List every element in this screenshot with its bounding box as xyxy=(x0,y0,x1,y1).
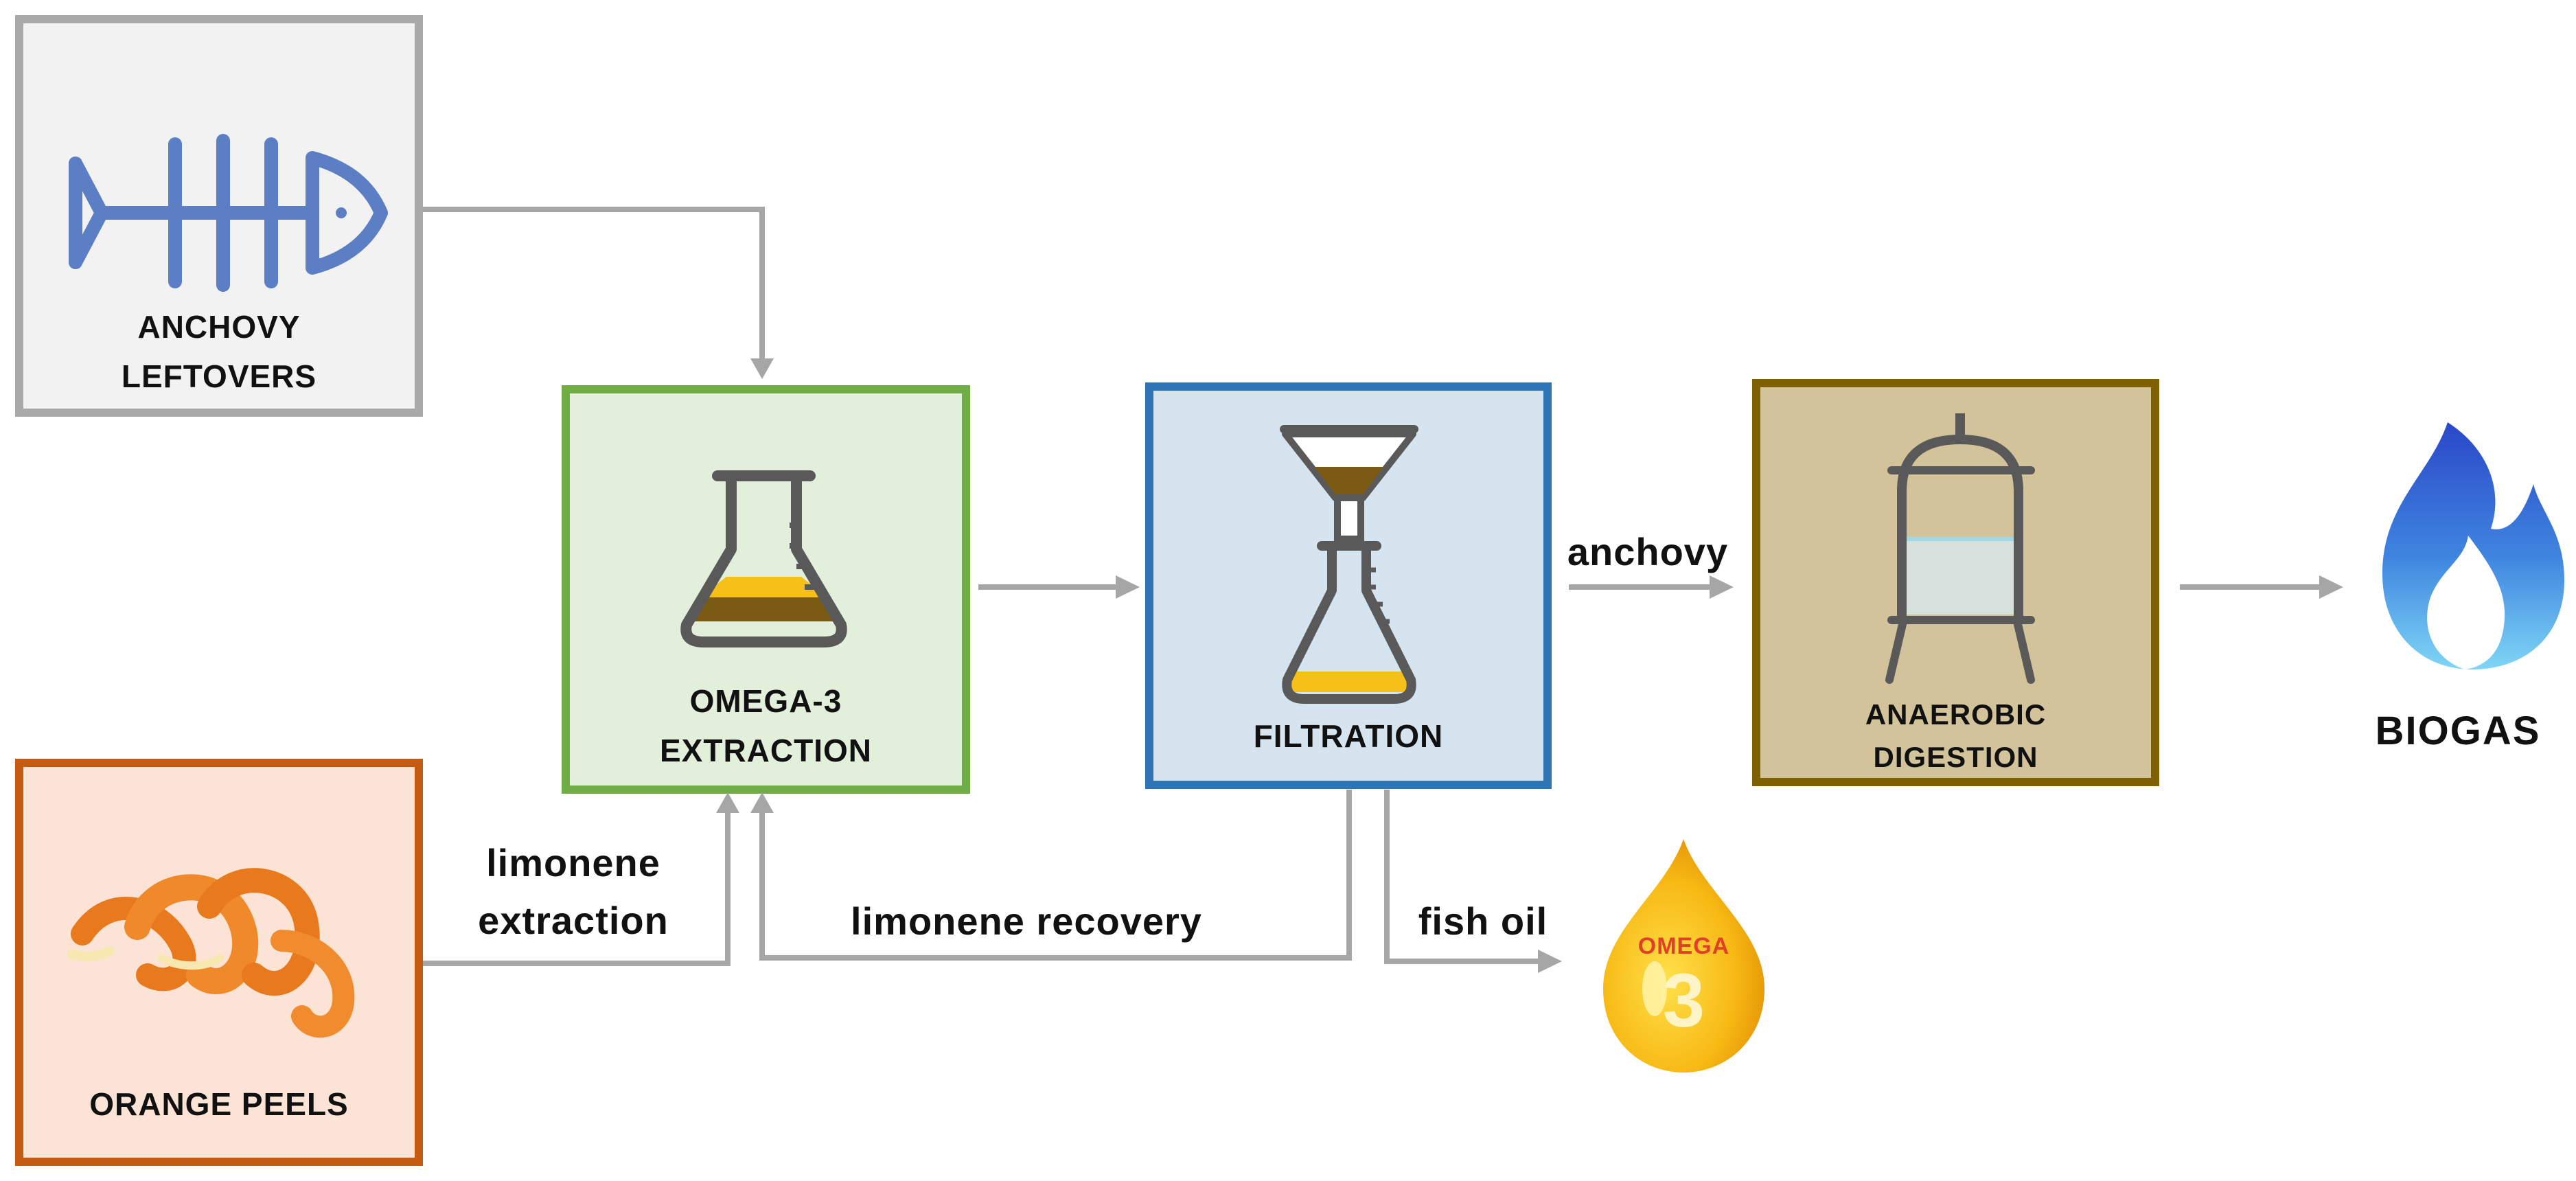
orange-peels-label: ORANGE PEELS xyxy=(89,1086,349,1122)
omega-drop-text: OMEGA xyxy=(1637,933,1730,959)
anaerobic-digestion-label-line2: DIGESTION xyxy=(1873,741,2038,773)
fish-skeleton-icon xyxy=(69,134,388,292)
arrowheads xyxy=(716,358,2343,973)
arrow-recovery-to-extraction xyxy=(759,790,1352,961)
flame-icon xyxy=(2382,422,2564,669)
digester-tank-icon xyxy=(1885,413,2035,684)
anaerobic-digestion-label: ANAEROBIC DIGESTION xyxy=(1752,693,2159,779)
arrowhead-down xyxy=(750,358,774,379)
anchovy-edge-label: anchovy xyxy=(1567,530,1729,573)
arrowhead-up xyxy=(750,792,774,813)
arrowhead-right xyxy=(1116,575,1140,599)
anchovy-label: ANCHOVY LEFTOVERS xyxy=(15,302,423,401)
arrow-anchovy-to-extraction xyxy=(423,207,765,360)
omega-drop-number: 3 xyxy=(1662,959,1705,1043)
erlenmeyer-flask-icon xyxy=(680,470,847,647)
omega3-extraction-node xyxy=(562,385,970,794)
arrow-orange-to-extraction xyxy=(423,810,731,966)
oil-drop-icon xyxy=(1603,839,1764,1073)
filter-funnel-flask-icon xyxy=(1280,425,1418,704)
arrowhead-right xyxy=(1538,950,1562,973)
orange-peel-icon xyxy=(67,868,355,1038)
arrowhead-right xyxy=(2319,575,2343,599)
arrowhead-up xyxy=(716,792,739,813)
arrows xyxy=(423,207,2321,966)
anchovy-label-line1: ANCHOVY xyxy=(137,309,301,345)
filtration-label: FILTRATION xyxy=(1253,718,1444,754)
limonene-extraction-line2: extraction xyxy=(478,899,669,942)
arrow-filtration-to-fishoil xyxy=(1384,790,1541,964)
limonene-extraction-line1: limonene xyxy=(486,841,660,884)
biogas-label: BIOGAS xyxy=(2375,709,2541,753)
omega-extraction-label: OMEGA-3 EXTRACTION xyxy=(562,676,970,775)
omega-extraction-label-line1: OMEGA-3 xyxy=(689,683,842,719)
limonene-extraction-label: limonene extraction xyxy=(439,834,707,950)
omega-extraction-label-line2: EXTRACTION xyxy=(660,733,872,768)
anaerobic-digestion-label-line1: ANAEROBIC xyxy=(1865,698,2047,731)
anchovy-label-line2: LEFTOVERS xyxy=(121,358,317,394)
arrowhead-right xyxy=(1710,575,1734,599)
fish-oil-label: fish oil xyxy=(1418,899,1548,943)
limonene-recovery-label: limonene recovery xyxy=(851,899,1202,943)
